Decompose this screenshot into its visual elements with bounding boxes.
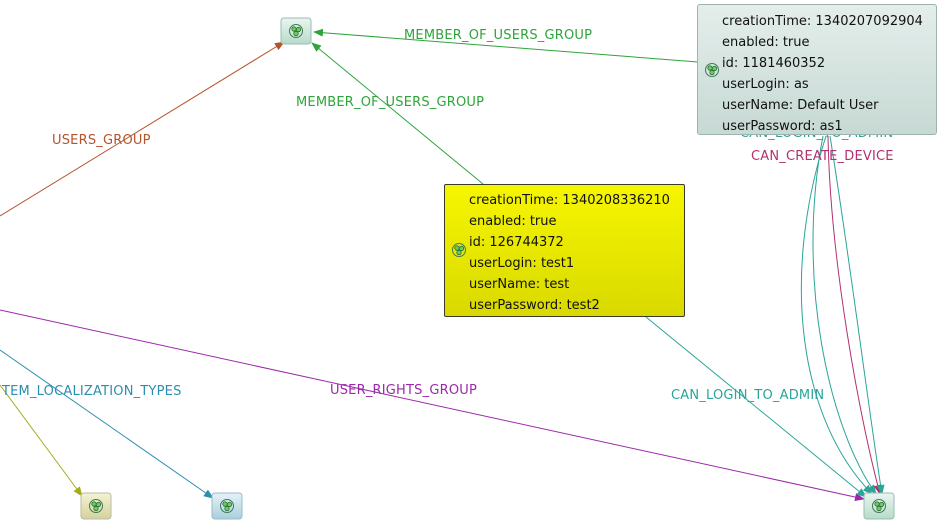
prop-enabled: enabled: true (469, 214, 557, 229)
edge-olive[interactable] (0, 384, 83, 497)
node-graph-icon (452, 243, 466, 257)
node-rights-group[interactable] (863, 492, 895, 520)
prop-user-name: userName: test (469, 277, 570, 292)
edge-can-create-device[interactable] (827, 135, 882, 495)
edge-label-member-of-users-group-2: MEMBER_OF_USERS_GROUP (296, 95, 485, 110)
node-localization-blue[interactable] (211, 492, 243, 520)
prop-id: id: 126744372 (469, 235, 564, 250)
edge-can-login-curve-2[interactable] (812, 135, 877, 495)
node-graph-icon (872, 499, 886, 513)
user-node-default-user[interactable]: creationTime: 1340207092904 enabled: tru… (697, 4, 937, 135)
edge-label-users-group: USERS_GROUP (52, 133, 151, 148)
node-users-group[interactable] (280, 17, 312, 45)
edge-member-of-users-group-1[interactable] (313, 28, 699, 63)
edge-label-can-create-device: CAN_CREATE_DEVICE (751, 149, 894, 164)
prop-user-password: userPassword: test2 (469, 298, 600, 313)
prop-creation-time: creationTime: 1340207092904 (722, 14, 923, 29)
node-graph-icon (220, 499, 234, 513)
edge-can-login-curve-3[interactable] (829, 135, 885, 495)
edge-member-of-users-group-2[interactable] (311, 42, 484, 185)
node-localization-olive[interactable] (80, 492, 112, 520)
edge-can-login-curve-1[interactable] (800, 135, 873, 495)
user-node-test-selected[interactable]: creationTime: 1340208336210 enabled: tru… (444, 184, 685, 317)
prop-enabled: enabled: true (722, 35, 810, 50)
edge-can-login-to-admin[interactable] (645, 316, 867, 498)
prop-user-password: userPassword: as1 (722, 119, 843, 134)
edge-user-rights-group[interactable] (0, 309, 865, 501)
node-graph-icon (289, 24, 303, 38)
edge-localization-types[interactable] (0, 349, 214, 499)
edge-users-group[interactable] (0, 41, 285, 217)
node-graph-icon (705, 63, 719, 77)
prop-creation-time: creationTime: 1340208336210 (469, 193, 670, 208)
prop-user-login: userLogin: test1 (469, 256, 575, 271)
edge-label-localization-types: TEM_LOCALIZATION_TYPES (2, 384, 182, 399)
prop-user-name: userName: Default User (722, 98, 879, 113)
edge-label-user-rights-group: USER_RIGHTS_GROUP (330, 383, 478, 398)
edge-label-member-of-users-group-1: MEMBER_OF_USERS_GROUP (404, 28, 593, 43)
prop-id: id: 1181460352 (722, 56, 826, 71)
edge-label-can-login-to-admin: CAN_LOGIN_TO_ADMIN (671, 388, 825, 403)
prop-user-login: userLogin: as (722, 77, 809, 92)
node-graph-icon (89, 499, 103, 513)
